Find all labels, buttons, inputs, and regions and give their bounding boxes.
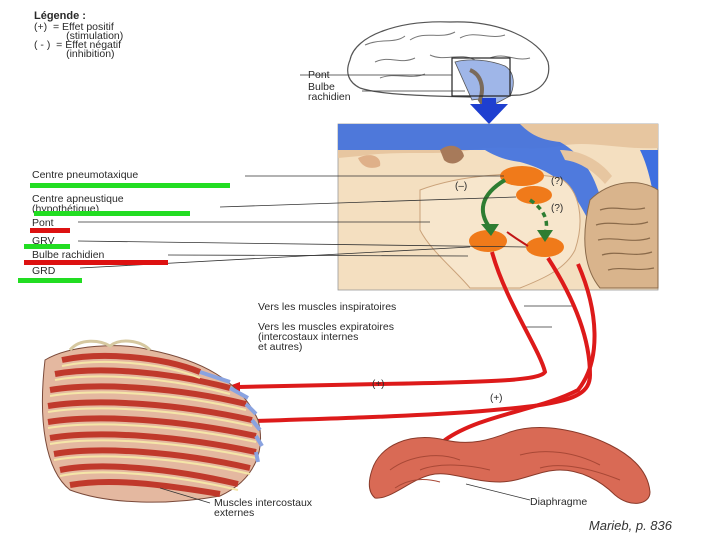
label-muscles-expiratoires: Vers les muscles expiratoires [258, 321, 394, 333]
label-diaphragme: Diaphragme [530, 496, 588, 508]
red-underline-pont [30, 228, 70, 233]
label-rachidien-top: rachidien [308, 91, 351, 103]
legend-positive: (+) = Effet positif [34, 21, 114, 33]
green-underline-grv [24, 244, 70, 249]
green-underline-grd [18, 278, 82, 283]
sign-plus-1: (+) [372, 379, 385, 390]
label-bulbe-top: Bulbe [308, 81, 335, 93]
label-grv: GRV [32, 235, 55, 247]
label-externes: externes [214, 507, 255, 519]
zoom-arrow-icon [470, 98, 508, 124]
legend-negative: ( - ) = Effet négatif [34, 39, 122, 51]
citation: Marieb, p. 836 [588, 518, 672, 533]
sign-plus-2: (+) [490, 393, 503, 404]
sign-question-2: (?) [551, 203, 564, 214]
red-underline-bulbe [24, 260, 168, 265]
label-centre-pneumotaxique: Centre pneumotaxique [32, 169, 139, 181]
label-intercostaux-internes: (intercostaux internes [258, 331, 359, 343]
grv-center [526, 237, 564, 257]
label-pont-top: Pont [308, 69, 330, 81]
label-pont: Pont [32, 217, 54, 229]
diaphragm [368, 427, 651, 504]
label-grd: GRD [32, 265, 56, 277]
legend-negative-desc: (inhibition) [34, 48, 115, 60]
sign-minus: (–) [455, 181, 468, 192]
nerve-pathways [159, 251, 597, 457]
label-hypothetique: (hypothétique) [32, 203, 100, 215]
grd-center [469, 230, 507, 252]
brain-overview-outline [347, 21, 550, 114]
label-bulbe-rachidien: Bulbe rachidien [32, 249, 105, 261]
label-muscles-inspiratoires: Vers les muscles inspiratoires [258, 301, 397, 313]
cerebellum [584, 182, 659, 289]
green-underline-pneumotaxique [30, 183, 230, 188]
inhibition-arrows [481, 178, 553, 247]
brainstem-closeup [337, 123, 659, 291]
green-underline-apneustique [34, 211, 190, 216]
legend-title: Légende : [34, 10, 86, 22]
pneumotaxic-center [500, 166, 544, 186]
legend-positive-desc: (stimulation) [34, 30, 124, 42]
apneustic-center [516, 186, 552, 204]
leader-lines [77, 74, 572, 328]
label-et-autres: et autres) [258, 341, 303, 353]
rib-cage [41, 339, 264, 503]
sign-question-1: (?) [551, 176, 564, 187]
label-muscles-intercostaux: Muscles intercostaux [214, 497, 313, 509]
label-centre-apneustique: Centre apneustique [32, 193, 124, 205]
zoom-region-box [451, 57, 511, 97]
